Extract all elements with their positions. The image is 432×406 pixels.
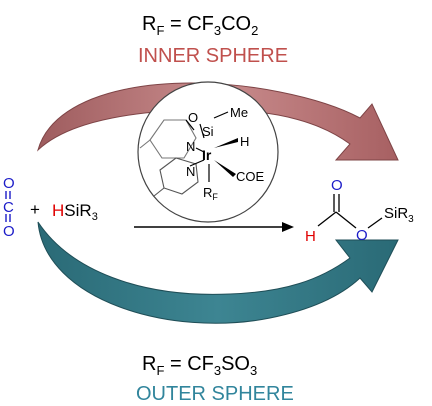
outer-rf-formula: RF = CF3SO3 <box>142 353 257 378</box>
catalyst-silicon: Si <box>202 124 214 139</box>
catalyst-methyl: Me <box>230 105 248 120</box>
catalyst-hydride: H <box>240 134 249 149</box>
catalyst-nitrogen-2: N <box>186 164 195 179</box>
co2-molecule: O C O <box>3 175 15 240</box>
silyl-formate-product: O H O SiR3 <box>305 177 414 245</box>
catalyst-nitrogen-1: N <box>186 139 195 154</box>
plus-sign: + <box>30 200 40 219</box>
inner-sphere-label: INNER SPHERE <box>138 45 288 67</box>
product-carbonyl-oxygen: O <box>331 177 343 194</box>
iridium-catalyst: Me O Si N Ir H N COE RF <box>139 105 265 202</box>
outer-sphere-label: OUTER SPHERE <box>136 383 294 405</box>
catalyst-rf: RF <box>203 185 218 202</box>
product-ester-oxygen: O <box>356 227 368 244</box>
catalyst-oxygen: O <box>188 110 198 125</box>
outer-sphere-arrow <box>37 221 399 324</box>
catalyst-iridium: Ir <box>202 147 212 163</box>
reaction-arrow <box>134 222 294 232</box>
co2-carbon: C <box>3 199 14 216</box>
co2-oxygen-top: O <box>3 175 15 192</box>
catalyst-coe: COE <box>236 169 265 184</box>
product-formyl-hydrogen: H <box>305 228 316 245</box>
co2-oxygen-bottom: O <box>3 223 15 240</box>
catalyst-circle <box>137 81 279 223</box>
product-silyl-group: SiR3 <box>384 205 414 225</box>
silane-formula: HSiR3 <box>52 201 98 223</box>
inner-rf-formula: RF = CF3CO2 <box>142 13 258 38</box>
